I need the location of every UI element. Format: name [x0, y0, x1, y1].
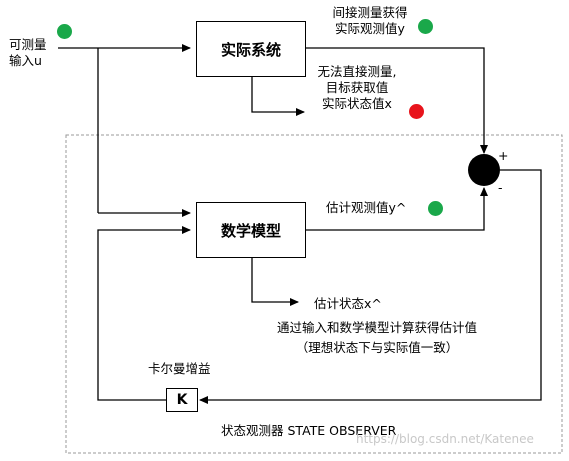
math-model-label: 数学模型 [220, 221, 281, 240]
unmeasurable-indicator [409, 104, 424, 119]
measured-available-indicator [418, 19, 433, 34]
estimated-output-arrow [306, 187, 488, 231]
measured-output-label: 间接测量获得 实际观测值y [322, 5, 418, 37]
sum-plus-sign: + [498, 148, 509, 163]
input-label-line1: 可测量 [9, 37, 47, 52]
unmeasurable-line2: 目标获取值 [325, 80, 389, 95]
error-feedback-arrow [199, 169, 542, 404]
actual-state-arrow [251, 77, 305, 116]
estimated-state-arrow [251, 258, 299, 306]
observer-boundary [65, 134, 563, 454]
estimated-output-label: 估计观测值y^ [326, 200, 407, 215]
unmeasurable-line1: 无法直接测量, [317, 64, 397, 79]
actual-system-label: 实际系统 [220, 40, 281, 59]
estimated-state-label: 估计状态x^ [314, 296, 382, 311]
sum-minus-sign: - [498, 180, 503, 195]
actual-system-block: 实际系统 [196, 21, 306, 77]
watermark-text: https://blog.csdn.net/Katenee [356, 432, 534, 446]
estimated-note-line2: （理想状态下与实际值一致） [295, 340, 459, 355]
kalman-gain-symbol: K [176, 392, 188, 408]
estimated-note-line1: 通过输入和数学模型计算获得估计值 [276, 320, 477, 335]
kalman-gain-block: K [166, 388, 198, 412]
measured-output-line1: 间接测量获得 [332, 5, 408, 20]
kalman-gain-label: 卡尔曼增益 [148, 361, 211, 376]
input-available-indicator [57, 24, 72, 39]
actual-output-arrow [306, 47, 488, 154]
unmeasurable-state-label: 无法直接测量, 目标获取值 实际状态值x [305, 64, 409, 112]
unmeasurable-line3: 实际状态值x [322, 96, 392, 111]
measured-output-line2: 实际观测值y [335, 21, 405, 36]
estimated-note: 通过输入和数学模型计算获得估计值 （理想状态下与实际值一致） [240, 318, 514, 358]
input-label-line2: 输入u [9, 53, 42, 68]
math-model-block: 数学模型 [196, 202, 306, 258]
gain-feedback-arrow [97, 226, 191, 401]
observer-title: 状态观测器 STATE OBSERVER [221, 423, 397, 438]
estimated-output-indicator [428, 201, 443, 216]
input-label: 可测量 输入u [9, 37, 47, 69]
summing-junction [468, 154, 500, 186]
